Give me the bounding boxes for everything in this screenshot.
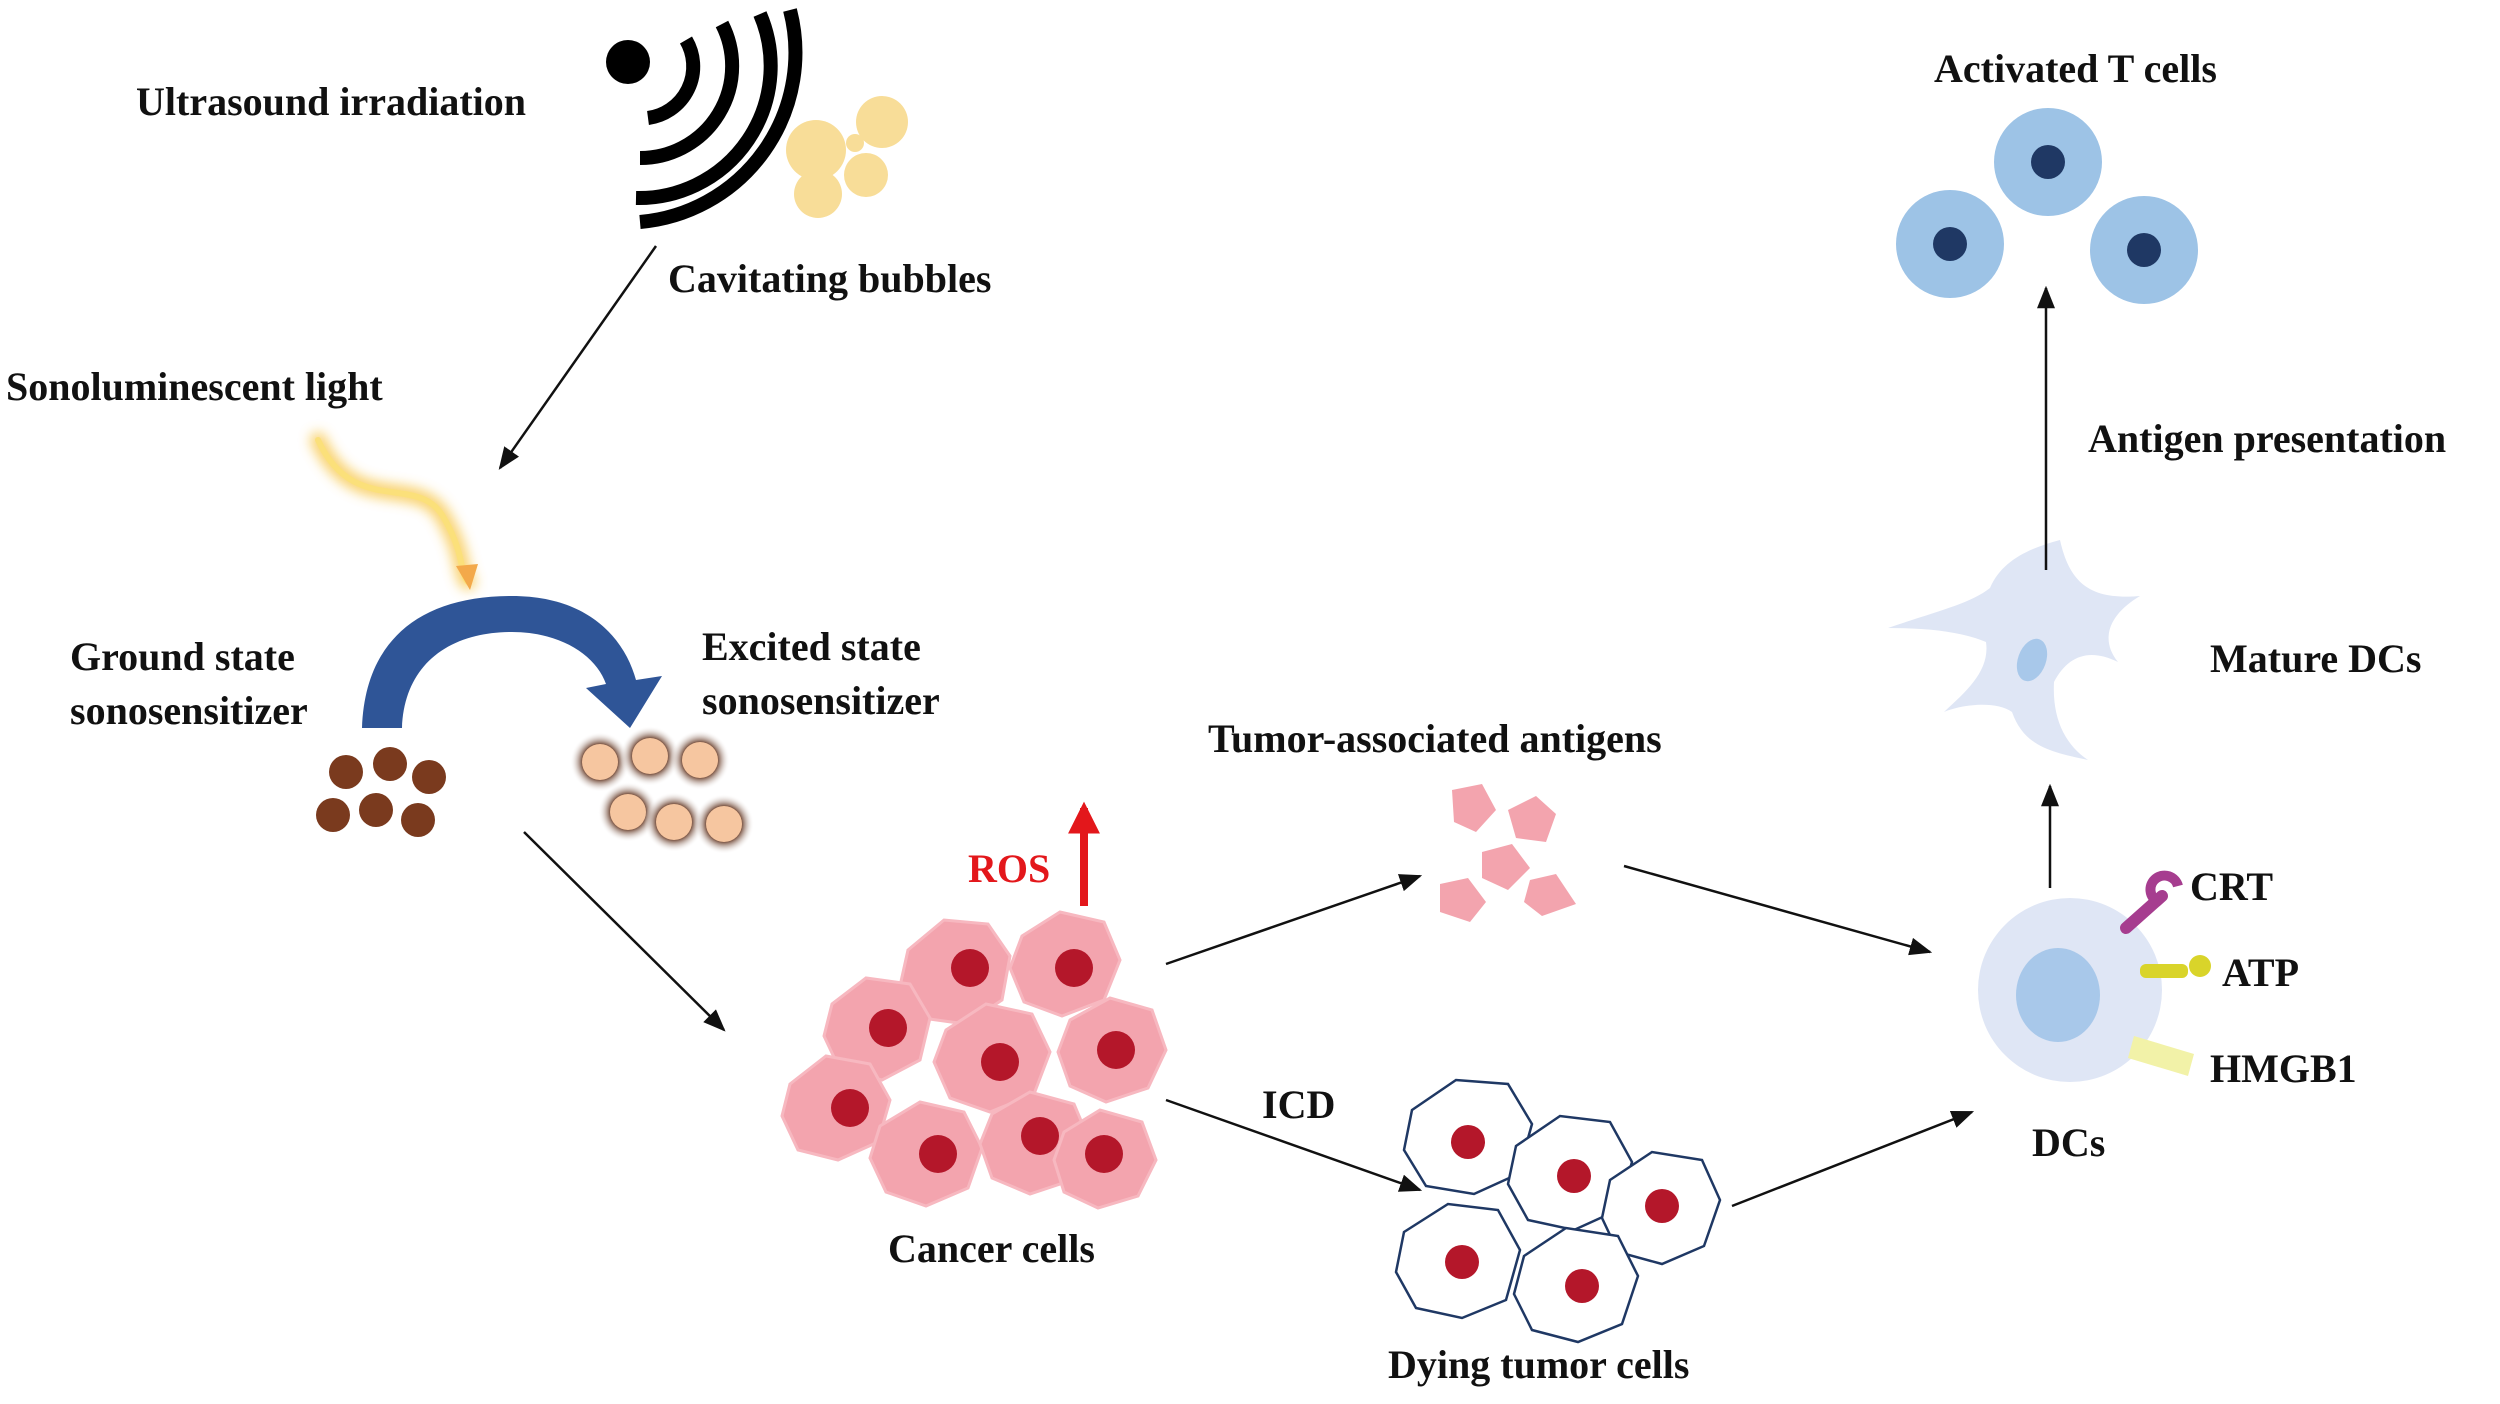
activated-t-cells	[1896, 108, 2198, 304]
ultrasound-icon	[606, 8, 803, 229]
crt-receptor	[2120, 870, 2183, 934]
hmgb1-receptor	[2128, 1036, 2194, 1076]
activated-label: Activated T cells	[1934, 46, 2217, 91]
dying-label: Dying tumor cells	[1388, 1342, 1689, 1387]
excitation-arrow	[362, 596, 662, 728]
ultrasound-label: Ultrasound irradiation	[136, 79, 526, 124]
hmgb1-label: HMGB1	[2210, 1046, 2357, 1091]
sonolum-label: Sonoluminescent light	[6, 364, 383, 409]
arrow-antigens-to-dcs	[1623, 864, 1933, 956]
dc-cell	[1978, 898, 2162, 1082]
ground-label-line1: Ground state	[70, 634, 295, 679]
icd-label: ICD	[1262, 1082, 1335, 1127]
cavitating-label: Cavitating bubbles	[668, 256, 991, 301]
ros-label: ROS	[968, 846, 1050, 891]
arrow-cancer-to-dying	[1165, 1098, 1423, 1192]
ground-label-line2: sonosensitizer	[70, 688, 308, 733]
atp-receptor	[2140, 955, 2211, 978]
atp-label: ATP	[2222, 950, 2299, 995]
arrow-dying-to-dcs	[1731, 1110, 1975, 1208]
mature-dc-icon	[1888, 540, 2140, 760]
mature-label: Mature DCs	[2210, 636, 2421, 681]
excited-label-line1: Excited state	[702, 624, 921, 669]
arrow-cancer-to-antigens	[1165, 874, 1423, 966]
antigen-pres-label: Antigen presentation	[2088, 416, 2446, 461]
cancer-label: Cancer cells	[888, 1226, 1095, 1271]
antigen-fragments	[1440, 784, 1576, 922]
dying-tumor-cells	[1394, 1078, 1722, 1344]
crt-label: CRT	[2190, 864, 2273, 909]
bubbles-icon	[786, 96, 908, 218]
light-wave-icon	[310, 432, 478, 590]
arrow-sensitizer-to-cancer	[523, 831, 726, 1032]
dcs-label: DCs	[2032, 1120, 2105, 1165]
cancer-cells-cluster	[780, 910, 1168, 1210]
ground-particles	[316, 747, 446, 837]
excited-label-line2: sonosensitizer	[702, 678, 940, 723]
excited-particles	[570, 726, 754, 854]
taa-label: Tumor-associated antigens	[1208, 716, 1662, 761]
arrow-ultrasound-to-sensitizer	[498, 245, 658, 470]
